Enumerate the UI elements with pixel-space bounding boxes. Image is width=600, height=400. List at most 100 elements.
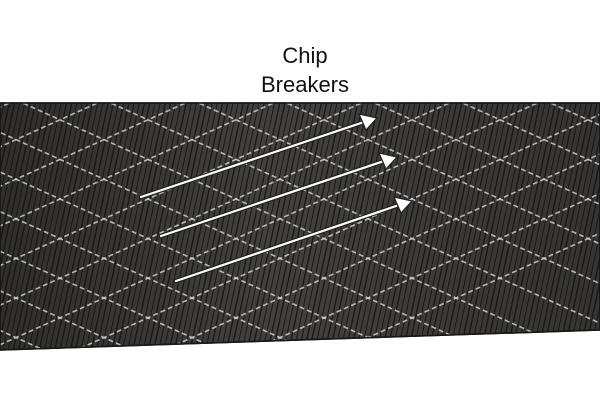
tooth-line [6, 103, 63, 350]
tooth-line [16, 103, 74, 350]
tooth-line [68, 103, 126, 350]
tooth-line [115, 103, 172, 350]
tooth-line [500, 103, 557, 350]
tooth-line [484, 103, 542, 350]
tooth-line [240, 103, 297, 350]
chip-breaker-groove [0, 103, 489, 350]
chip-breaker-groove [0, 103, 545, 350]
tooth-line [438, 103, 495, 350]
tooth-line [245, 103, 302, 350]
tooth-line [276, 103, 333, 350]
tooth-line [344, 103, 401, 350]
tooth-line [339, 103, 396, 350]
tooth-line [510, 103, 567, 350]
chip-breaker-groove [103, 103, 600, 350]
tooth-line [235, 103, 292, 350]
label-line-2: Breakers [260, 72, 350, 97]
tooth-line [178, 103, 235, 350]
tooth-line [531, 103, 588, 350]
tooth-line [0, 103, 42, 350]
tooth-line [48, 103, 105, 350]
tooth-line [73, 103, 131, 350]
tooth-line [110, 103, 167, 350]
tooth-line [422, 103, 479, 350]
tooth-line [557, 103, 600, 350]
tooth-line [479, 103, 536, 350]
file-teeth [0, 103, 600, 350]
tooth-line [136, 103, 193, 350]
tooth-line [474, 103, 531, 350]
tooth-line [375, 103, 432, 350]
chip-breaker-grooves [0, 103, 600, 350]
tooth-line [318, 103, 375, 350]
tooth-line [32, 103, 89, 350]
label-line-1: Chip [282, 43, 328, 68]
tooth-line [432, 103, 489, 350]
tooth-line [562, 103, 600, 350]
tooth-line [521, 103, 578, 350]
tooth-line [443, 103, 500, 350]
tooth-line [79, 103, 136, 350]
tooth-line [204, 103, 261, 350]
tooth-line [172, 103, 230, 350]
tooth-line [183, 103, 240, 350]
chip-breaker-groove [0, 103, 313, 350]
tooth-line [141, 103, 198, 350]
tooth-line [131, 103, 188, 350]
tooth-line [458, 103, 516, 350]
tooth-line [448, 103, 505, 350]
arrow-right-up-icon [138, 113, 379, 200]
tooth-line [0, 103, 32, 350]
tooth-line [469, 103, 526, 350]
chip-breaker-groove [71, 103, 600, 350]
chip-breaker-groove [191, 103, 600, 350]
tooth-line [323, 103, 380, 350]
tooth-line [292, 103, 349, 350]
tooth-line [0, 103, 11, 350]
tooth-line [22, 103, 79, 350]
tooth-line [53, 103, 110, 350]
tooth-line [573, 103, 600, 350]
tooth-line [365, 103, 422, 350]
tooth-line [120, 103, 177, 350]
tooth-line [391, 103, 448, 350]
tooth-line [349, 103, 406, 350]
tooth-line [552, 103, 600, 350]
tooth-line [412, 103, 469, 350]
tooth-line [334, 103, 391, 350]
tooth-line [1, 103, 58, 350]
tooth-line [385, 103, 443, 350]
tooth-line [219, 103, 276, 350]
tooth-line [0, 103, 53, 350]
chip-breaker-groove [247, 103, 600, 350]
tooth-line [229, 103, 287, 350]
tooth-line [209, 103, 266, 350]
tooth-line [146, 103, 204, 350]
tooth-line [100, 103, 157, 350]
tooth-line [380, 103, 438, 350]
tooth-line [396, 103, 453, 350]
chip-breaker-groove [0, 103, 401, 350]
tooth-line [0, 103, 16, 350]
arrow-right-up-icon [158, 152, 399, 239]
tooth-line [37, 103, 94, 350]
tooth-line [11, 103, 68, 350]
chip-breaker-groove [279, 103, 600, 350]
tooth-line [547, 103, 600, 350]
tooth-line [27, 103, 84, 350]
chip-breaker-groove [0, 103, 369, 350]
tooth-line [0, 103, 21, 350]
tooth-line [271, 103, 328, 350]
chip-breaker-groove [159, 103, 600, 350]
tooth-line [42, 103, 99, 350]
tooth-line [583, 103, 600, 350]
tooth-line [516, 103, 573, 350]
chip-breaker-groove [15, 103, 577, 350]
tooth-line [360, 103, 417, 350]
tooth-line [58, 103, 115, 350]
tooth-line [0, 103, 37, 350]
file-outline [0, 102, 600, 351]
chip-breaker-arrows [138, 113, 414, 284]
tooth-line [214, 103, 271, 350]
